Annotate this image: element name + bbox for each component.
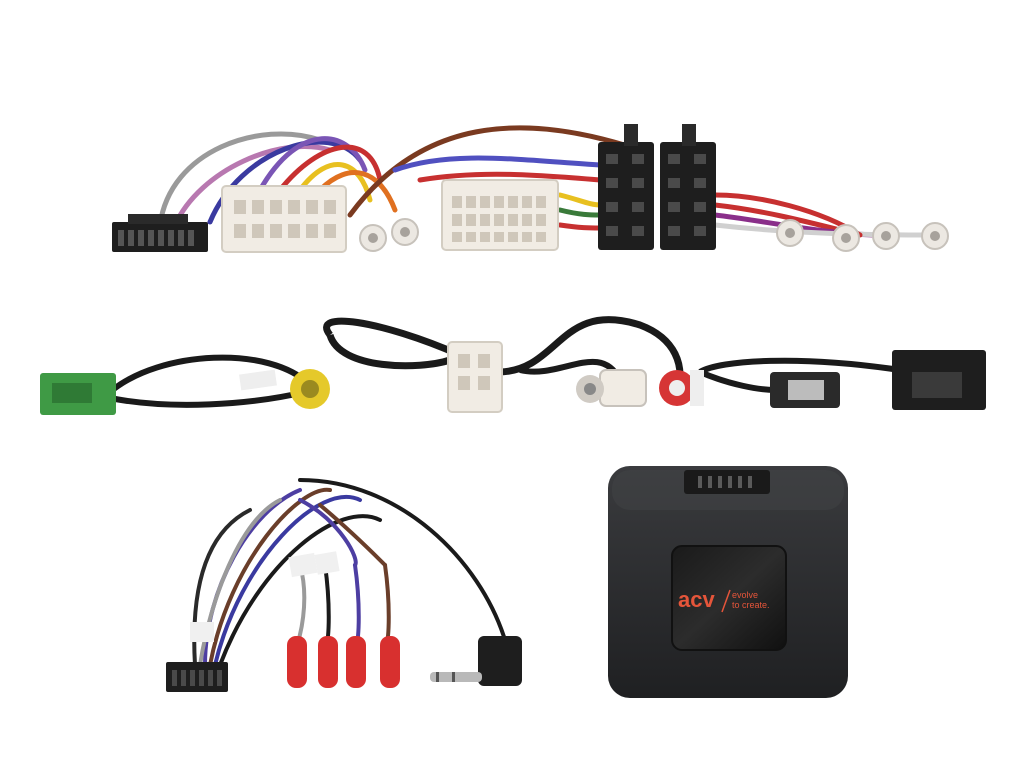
speaker-plugs-right [776,219,949,252]
white-vehicle-connector-left [221,185,347,253]
svg-text:evolve: evolve [732,590,758,600]
rca-white-plug [576,369,647,407]
black-multipin-plug-left [112,214,208,252]
rca-red-plug [659,370,704,406]
acv-logo: acv evolve to create. [678,587,770,613]
steering-wheel-control-cable [166,478,522,692]
main-wiring-harness [112,124,949,253]
audio-usb-cables [323,316,986,413]
small-white-plugs [359,218,419,252]
svg-text:acv: acv [678,587,715,612]
usb-plug [770,372,840,408]
red-crimp-connectors [287,636,400,688]
camera-video-cable [40,354,330,415]
iso-black-connectors [598,124,716,250]
audio-jack-plug [430,636,522,686]
acv-interface-module: acv evolve to create. [608,466,848,698]
white-vehicle-connector-center [441,179,559,251]
black-box-connector [892,350,986,410]
svg-text:to create.: to create. [732,600,770,610]
